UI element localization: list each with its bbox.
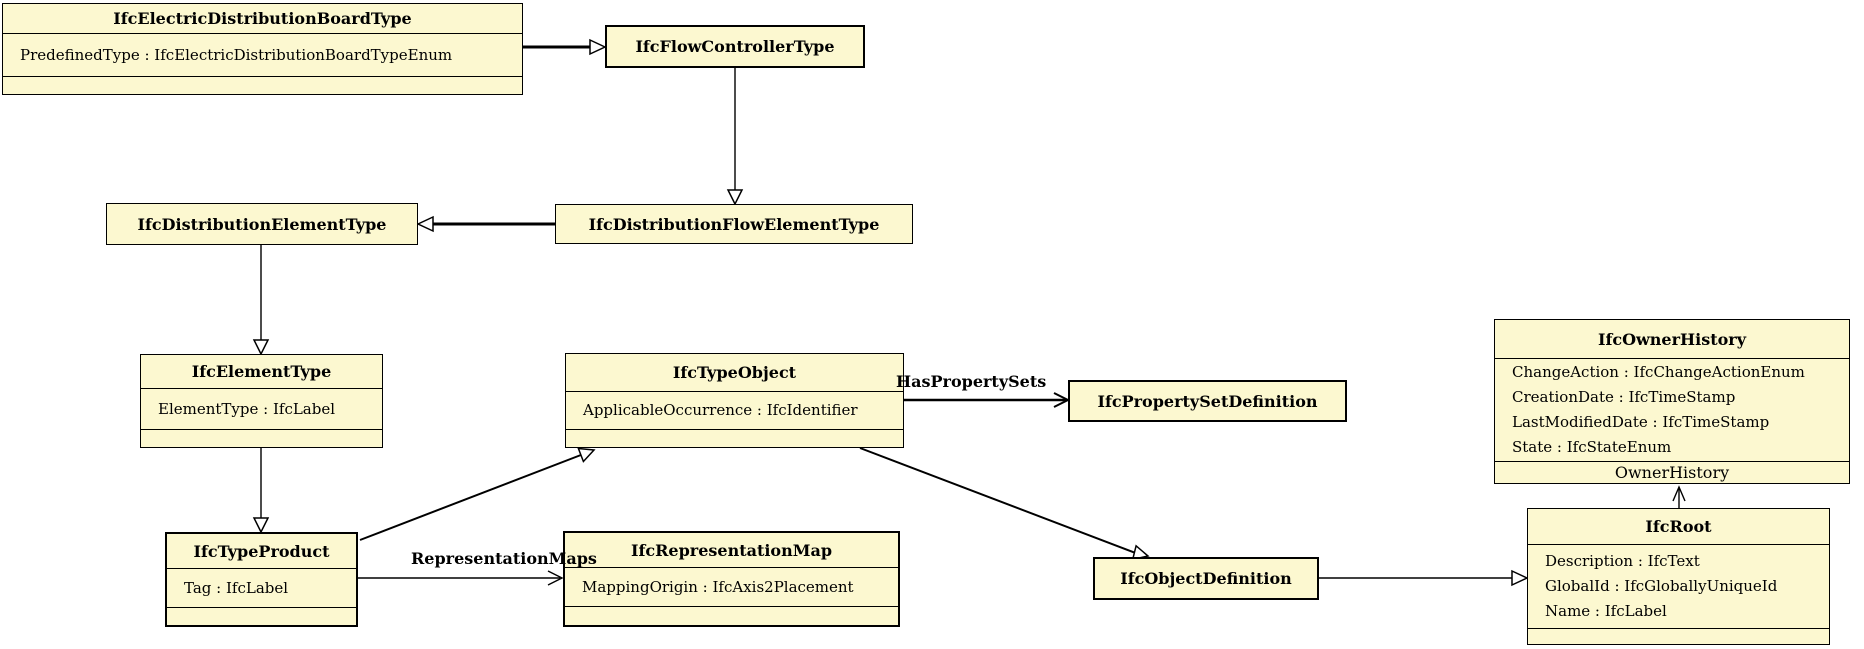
hollow-triangle-arrowhead-icon [589, 38, 607, 56]
edge-inheritance-typeproduct-to-typeobject [359, 447, 596, 541]
entity-attributes: MappingOrigin : IfcAxis2Placement [565, 567, 898, 606]
hollow-triangle-arrowhead-icon [416, 215, 434, 233]
attribute-line: ApplicableOccurrence : IfcIdentifier [583, 401, 858, 419]
entity-footer [167, 607, 356, 625]
entity-title: IfcElectricDistributionBoardType [113, 9, 412, 28]
entity-title: IfcDistributionFlowElementType [588, 214, 880, 234]
entity-footer [141, 429, 382, 447]
entity-ifcdistributionelementtype[interactable]: IfcDistributionElementType [106, 203, 418, 245]
edge-inheritance-objectdefinition-to-root [1319, 569, 1529, 587]
edge-association-ownerhistory [1672, 485, 1686, 508]
attribute-line: ElementType : IfcLabel [158, 399, 336, 418]
entity-title: IfcTypeProduct [193, 541, 330, 561]
entity-title: IfcFlowControllerType [635, 37, 835, 56]
edge-association-haspropertysets [904, 392, 1071, 408]
entity-ifcelementtype[interactable]: IfcElementType ElementType : IfcLabel [140, 354, 383, 448]
attribute-line: State : IfcStateEnum [1512, 438, 1672, 456]
entity-attributes: PredefinedType : IfcElectricDistribution… [3, 33, 522, 76]
entity-ifcroot[interactable]: IfcRoot Description : IfcText GlobalId :… [1527, 508, 1830, 645]
hollow-triangle-arrowhead-icon [252, 517, 270, 534]
attribute-line: GlobalId : IfcGloballyUniqueId [1545, 577, 1778, 595]
open-arrowhead-icon [1672, 485, 1686, 502]
attribute-line: Tag : IfcLabel [184, 578, 289, 597]
entity-footer [1528, 628, 1829, 644]
entity-ifcobjectdefinition[interactable]: IfcObjectDefinition [1093, 557, 1319, 600]
attribute-line: CreationDate : IfcTimeStamp [1512, 388, 1736, 406]
entity-title: IfcRoot [1645, 517, 1712, 536]
hollow-triangle-arrowhead-icon [252, 339, 270, 356]
edge-inheritance-distflow-to-distelem [416, 215, 555, 233]
open-arrowhead-icon [547, 570, 564, 586]
entity-attributes: Description : IfcText GlobalId : IfcGlob… [1528, 544, 1829, 628]
entity-title: IfcPropertySetDefinition [1097, 391, 1318, 411]
edge-label-representationmaps: RepresentationMaps [411, 549, 597, 568]
entity-ifcflowcontrollertype[interactable]: IfcFlowControllerType [605, 25, 865, 68]
attribute-line: PredefinedType : IfcElectricDistribution… [20, 45, 453, 64]
entity-title: IfcOwnerHistory [1597, 329, 1747, 349]
entity-title: IfcDistributionElementType [137, 214, 387, 234]
entity-ifctypeproduct[interactable]: IfcTypeProduct Tag : IfcLabel [165, 532, 358, 627]
hollow-triangle-arrowhead-icon [1511, 569, 1529, 587]
entity-title: IfcElementType [191, 362, 332, 381]
edge-inheritance-elementtype-to-typeproduct [252, 448, 270, 534]
entity-ifcelectricdistributionboardtype[interactable]: IfcElectricDistributionBoardType Predefi… [2, 3, 523, 95]
entity-footer [566, 429, 903, 447]
edge-inheritance-typeobject-to-objectdefinition [859, 447, 1150, 561]
entity-ifcownerhistory[interactable]: IfcOwnerHistory ChangeAction : IfcChange… [1494, 319, 1850, 484]
entity-attributes: ApplicableOccurrence : IfcIdentifier [566, 391, 903, 429]
edge-label-ownerhistory: OwnerHistory [1495, 461, 1849, 483]
entity-attributes: ChangeAction : IfcChangeActionEnum Creat… [1495, 358, 1849, 461]
attribute-line: MappingOrigin : IfcAxis2Placement [582, 577, 854, 596]
edge-association-representationmaps [358, 570, 564, 586]
edge-inheritance-flowcontroller-to-distflow [726, 68, 744, 206]
attribute-line: Description : IfcText [1545, 552, 1700, 570]
attribute-line: ChangeAction : IfcChangeActionEnum [1512, 363, 1805, 381]
entity-attributes: ElementType : IfcLabel [141, 388, 382, 429]
entity-attributes: Tag : IfcLabel [167, 568, 356, 607]
entity-footer [3, 76, 522, 94]
edge-inheritance-electric-to-flowcontroller [523, 38, 607, 56]
entity-footer [565, 606, 898, 625]
entity-title: IfcObjectDefinition [1120, 569, 1292, 588]
attribute-line: LastModifiedDate : IfcTimeStamp [1512, 413, 1770, 431]
edge-label-haspropertysets: HasPropertySets [896, 372, 1047, 391]
attribute-line: Name : IfcLabel [1545, 602, 1667, 620]
hollow-triangle-arrowhead-icon [577, 447, 596, 463]
entity-ifctypeobject[interactable]: IfcTypeObject ApplicableOccurrence : Ifc… [565, 353, 904, 448]
entity-title: IfcTypeObject [672, 363, 797, 382]
edge-inheritance-distelem-to-elementtype [252, 245, 270, 356]
entity-ifcdistributionflowelementtype[interactable]: IfcDistributionFlowElementType [555, 204, 913, 244]
entity-title: IfcRepresentationMap [631, 540, 832, 560]
entity-ifcrepresentationmap[interactable]: IfcRepresentationMap MappingOrigin : Ifc… [563, 531, 900, 627]
hollow-triangle-arrowhead-icon [726, 189, 744, 206]
entity-ifcpropertysetdefinition[interactable]: IfcPropertySetDefinition [1068, 380, 1347, 422]
